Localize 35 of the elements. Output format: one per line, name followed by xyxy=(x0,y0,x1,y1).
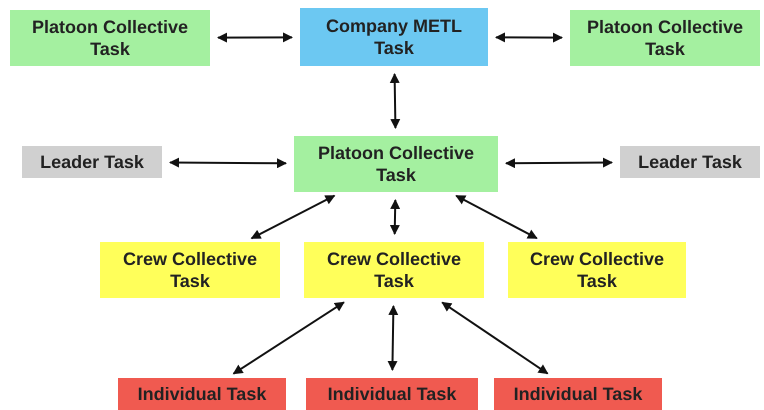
task-box xyxy=(570,10,760,66)
double-arrow xyxy=(388,305,398,371)
task-box xyxy=(118,378,286,410)
double-arrow xyxy=(441,302,548,374)
task-box xyxy=(306,378,478,410)
double-arrow xyxy=(232,302,345,374)
task-label: Platoon Collective Task xyxy=(30,16,190,60)
task-label: Crew Collective Task xyxy=(528,248,666,292)
task-label: Platoon Collective Task xyxy=(316,142,476,186)
task-box xyxy=(10,10,210,66)
task-box xyxy=(22,146,162,178)
task-label: Leader Task xyxy=(40,150,144,174)
task-box xyxy=(300,8,488,66)
double-arrow xyxy=(390,73,400,129)
task-label: Individual Task xyxy=(138,382,266,406)
double-arrow xyxy=(217,32,293,43)
task-box xyxy=(494,378,662,410)
double-arrow xyxy=(250,194,336,240)
task-box xyxy=(508,242,686,298)
double-arrow xyxy=(495,32,563,43)
task-label: Crew Collective Task xyxy=(326,248,462,292)
double-arrow xyxy=(390,199,400,235)
task-label: Company METL Task xyxy=(324,14,463,60)
task-label: Individual Task xyxy=(328,382,456,406)
task-label: Platoon Collective Task xyxy=(586,16,744,60)
task-box xyxy=(304,242,484,298)
double-arrow xyxy=(505,158,613,168)
double-arrow xyxy=(455,194,538,240)
task-box xyxy=(294,136,498,192)
task-box xyxy=(100,242,280,298)
task-label: Leader Task xyxy=(638,150,742,174)
task-label: Crew Collective Task xyxy=(122,248,258,292)
task-label: Individual Task xyxy=(514,382,642,406)
double-arrow xyxy=(169,158,287,168)
task-box xyxy=(620,146,760,178)
